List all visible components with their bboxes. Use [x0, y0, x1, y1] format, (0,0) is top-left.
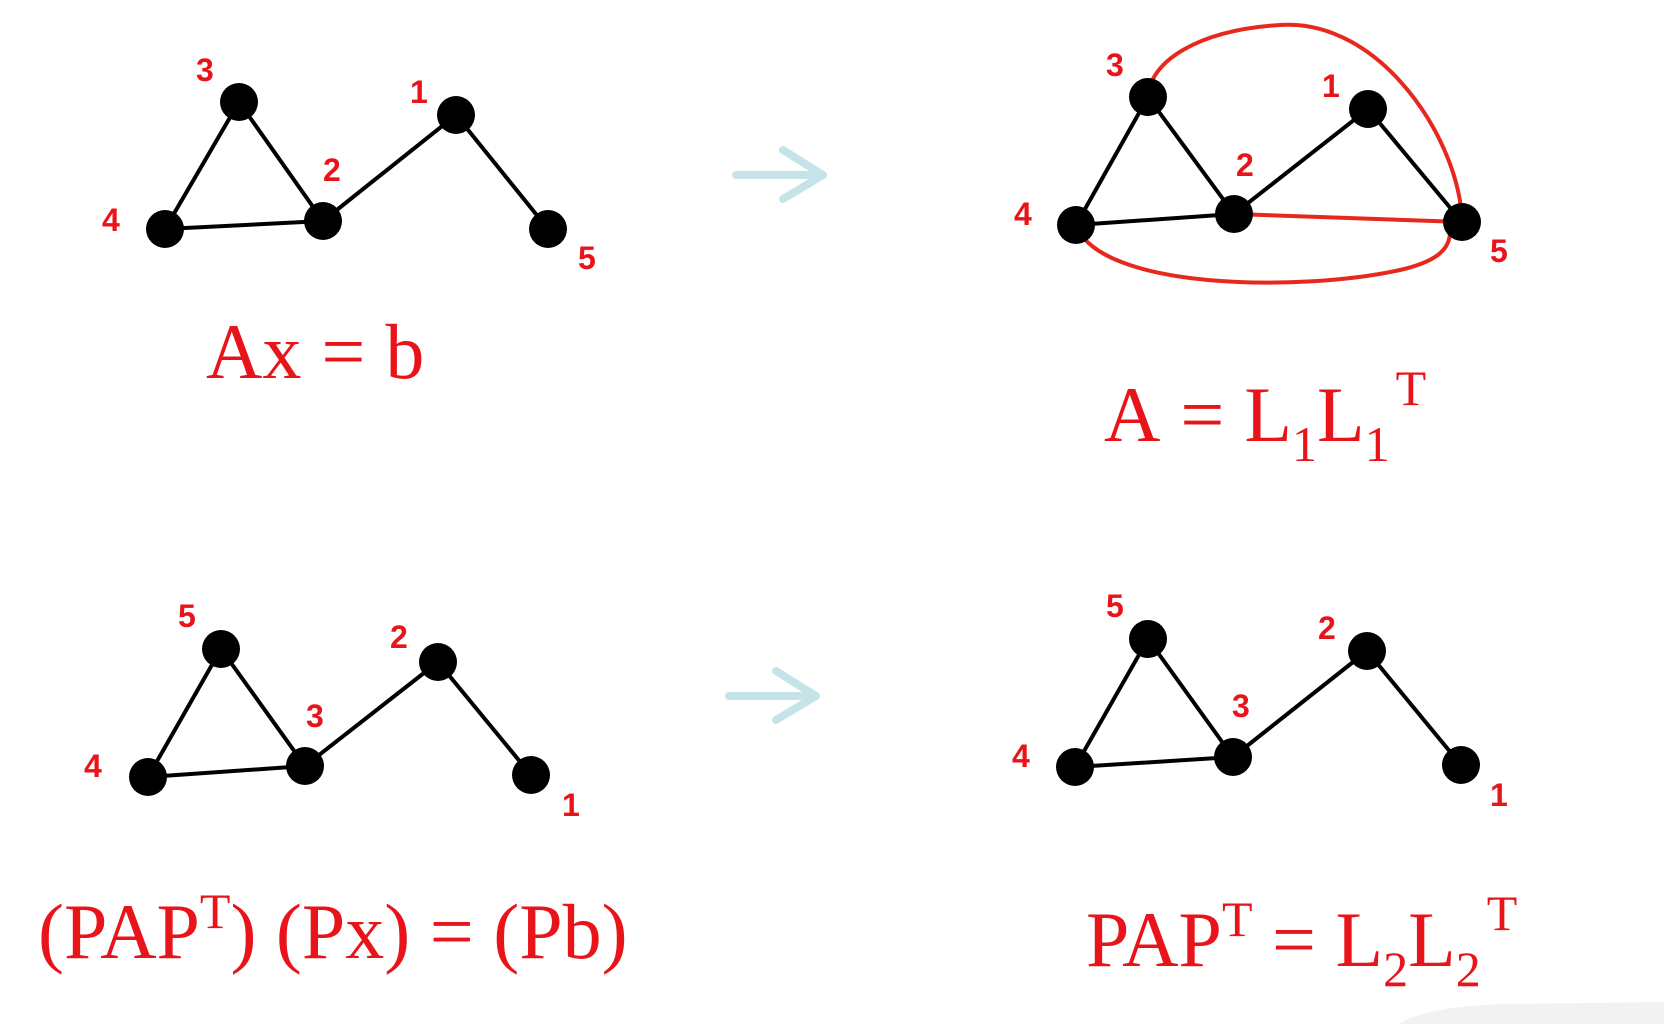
eq-sup-t: T — [200, 883, 231, 939]
node-label: 5 — [178, 598, 196, 634]
node-label: 1 — [1490, 777, 1508, 813]
arrow-icon — [732, 146, 827, 203]
eq-sub2: 1 — [1365, 416, 1390, 472]
node-3 — [1129, 78, 1167, 116]
eq-l2: L — [1317, 371, 1365, 458]
fill-edge-2-5 — [1232, 212, 1464, 224]
edge-3-4 — [1074, 95, 1150, 227]
node-3 — [220, 83, 258, 121]
edge-2-1 — [321, 113, 458, 223]
node-label: 4 — [1014, 196, 1032, 232]
node-label: 2 — [390, 619, 408, 655]
eq-sub2: 2 — [1456, 941, 1481, 997]
eq-sup-t1: T — [1222, 891, 1253, 947]
edge-3-2 — [237, 100, 325, 223]
graph-top-right: 3 1 2 4 5 — [1014, 22, 1508, 285]
node-label: 2 — [1318, 610, 1336, 646]
node-label: 4 — [84, 748, 102, 784]
node-label: 1 — [410, 74, 428, 110]
node-2 — [1215, 195, 1253, 233]
node-label: 3 — [196, 52, 214, 88]
edge-4-3 — [146, 764, 307, 779]
node-4 — [146, 210, 184, 248]
node-label: 5 — [1106, 588, 1124, 624]
edge-2-1 — [1232, 107, 1370, 216]
graph-top-left: 3 1 2 4 5 — [102, 52, 596, 276]
edge-3-4 — [163, 100, 241, 231]
node-label: 1 — [562, 787, 580, 823]
node-5 — [529, 210, 567, 248]
node-1 — [512, 756, 550, 794]
eq-a: A — [1104, 371, 1160, 458]
node-label: 5 — [578, 240, 596, 276]
node-label: 2 — [323, 152, 341, 188]
node-4 — [1057, 206, 1095, 244]
edge-5-3 — [219, 647, 307, 768]
eq-part2: ) (Px) = (Pb) — [230, 888, 627, 975]
eq-op: = — [321, 308, 365, 395]
node-label: 1 — [1322, 68, 1340, 104]
equation-top-right: A=L1L1T — [1104, 360, 1426, 472]
edge-5-4 — [146, 647, 223, 779]
fill-edge-4-5 — [1074, 223, 1452, 285]
node-label: 5 — [1490, 233, 1508, 269]
node-1 — [1349, 90, 1387, 128]
edge-3-2 — [1231, 649, 1369, 759]
edge-4-2 — [1074, 212, 1236, 227]
corner-shading — [1400, 1002, 1664, 1024]
edge-2-1 — [436, 660, 533, 777]
fill-edge-3-5 — [1146, 22, 1464, 224]
node-3 — [1214, 738, 1252, 776]
node-label: 4 — [102, 202, 120, 238]
node-label: 4 — [1012, 738, 1030, 774]
edge-4-3 — [1073, 755, 1235, 769]
node-5 — [202, 630, 240, 668]
graph-bottom-left: 5 2 3 4 1 — [84, 598, 580, 823]
eq-lhs: Ax — [206, 308, 301, 395]
arrow-icon — [725, 667, 820, 724]
equation-bottom-left: (PAPT) (Px) = (Pb) — [38, 883, 628, 975]
node-label: 2 — [1236, 147, 1254, 183]
eq-l2: L — [1408, 896, 1456, 983]
eq-op: = — [1180, 371, 1224, 458]
eq-a: PAP — [1086, 896, 1222, 983]
node-4 — [1056, 748, 1094, 786]
node-label: 3 — [1106, 47, 1124, 83]
eq-op: = — [1252, 896, 1335, 983]
node-1 — [437, 96, 475, 134]
graph-bottom-right: 5 2 3 4 1 — [1012, 588, 1508, 813]
edge-3-2 — [303, 660, 440, 768]
node-4 — [129, 758, 167, 796]
edge-1-5 — [454, 113, 550, 231]
edge-5-3 — [1146, 637, 1235, 759]
edge-2-1 — [1365, 649, 1463, 767]
node-1 — [1442, 746, 1480, 784]
equation-top-left: Ax=b — [206, 308, 424, 395]
node-label: 3 — [306, 698, 324, 734]
node-2 — [304, 202, 342, 240]
node-5 — [1443, 203, 1481, 241]
eq-sup-t: T — [1396, 360, 1427, 416]
edge-4-2 — [163, 219, 325, 231]
eq-l1: L — [1335, 896, 1383, 983]
eq-part1: (PAP — [38, 888, 200, 975]
eq-sup-t2: T — [1487, 885, 1518, 941]
node-2 — [419, 643, 457, 681]
node-3 — [286, 747, 324, 785]
equation-bottom-right: PAPT = L2L2T — [1086, 885, 1517, 997]
eq-l1: L — [1244, 371, 1292, 458]
node-label: 3 — [1232, 688, 1250, 724]
eq-sub1: 1 — [1292, 416, 1317, 472]
edge-1-5 — [1366, 107, 1464, 224]
edge-3-2 — [1146, 95, 1236, 216]
node-5 — [1129, 620, 1167, 658]
eq-rhs: b — [385, 308, 424, 395]
edge-5-4 — [1073, 637, 1150, 769]
node-2 — [1348, 632, 1386, 670]
eq-sub1: 2 — [1383, 941, 1408, 997]
